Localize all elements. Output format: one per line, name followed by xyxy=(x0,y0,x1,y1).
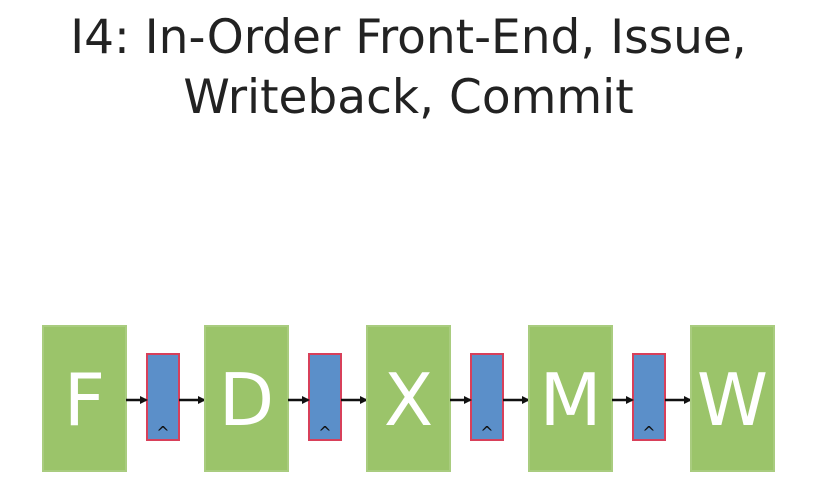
stage-label: D xyxy=(219,358,274,442)
stage-label: W xyxy=(697,358,768,442)
stage-label: M xyxy=(539,358,601,442)
pipeline-latch: ^ xyxy=(632,353,666,442)
pipeline-latch: ^ xyxy=(146,353,180,442)
latch-box xyxy=(632,353,666,441)
pipeline-latch: ^ xyxy=(308,353,342,442)
slide-title-line-2: Writeback, Commit xyxy=(183,70,634,125)
stage-box xyxy=(204,325,289,472)
stage-box xyxy=(690,325,775,472)
stage-m: M xyxy=(528,325,613,472)
stage-label: F xyxy=(64,358,105,442)
stage-w: W xyxy=(690,325,775,472)
stage-box xyxy=(528,325,613,472)
stage-label: X xyxy=(384,358,433,442)
stage-d: D xyxy=(204,325,289,472)
latch-clock-marker: ^ xyxy=(318,423,331,442)
slide-title-line-1: I4: In-Order Front-End, Issue, xyxy=(70,10,747,65)
stage-x: X xyxy=(366,325,451,472)
slide-title: I4: In-Order Front-End, Issue, Writeback… xyxy=(0,8,817,128)
latch-clock-marker: ^ xyxy=(480,423,493,442)
latch-clock-marker: ^ xyxy=(642,423,655,442)
pipeline-latch: ^ xyxy=(470,353,504,442)
stage-box xyxy=(42,325,127,472)
latch-box xyxy=(308,353,342,441)
stage-f: F xyxy=(42,325,127,472)
latch-clock-marker: ^ xyxy=(156,423,169,442)
stage-box xyxy=(366,325,451,472)
